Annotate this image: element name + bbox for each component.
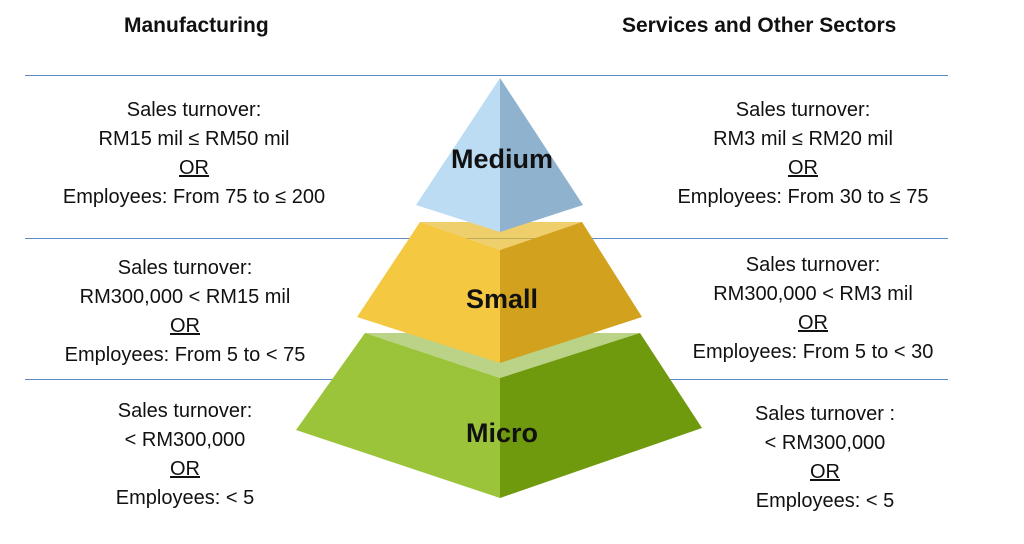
criteria-line: Sales turnover: [117, 400, 253, 422]
criteria-line: RM15 mil ≤ RM50 mil [98, 128, 290, 150]
criteria-line: Employees: From 75 to ≤ 200 [62, 186, 326, 208]
level-label-medium: Medium [450, 144, 553, 174]
micro-tier-left [296, 333, 500, 498]
criteria-line: RM300,000 < RM3 mil [713, 283, 913, 305]
criteria-line: < RM300,000 [764, 432, 886, 454]
small-tier-right [500, 222, 642, 363]
micro-tier-right [500, 333, 702, 498]
criteria-line: Employees: From 30 to ≤ 75 [677, 186, 929, 208]
criteria-line: RM300,000 < RM15 mil [79, 286, 291, 308]
criteria-or: OR [170, 315, 200, 337]
criteria-or: OR [788, 157, 818, 179]
level-label-micro: Micro [465, 418, 538, 448]
micro-services-criteria: Sales turnover : < RM300,000 OR Employee… [655, 400, 995, 516]
small-services-criteria: Sales turnover: RM300,000 < RM3 mil OR E… [643, 251, 983, 367]
header-services: Services and Other Sectors [622, 14, 897, 37]
criteria-or: OR [798, 312, 828, 334]
criteria-line: Employees: From 5 to < 75 [64, 344, 306, 366]
small-tier-left [357, 222, 500, 363]
divider-line [25, 75, 948, 76]
criteria-line: Employees: < 5 [115, 487, 255, 509]
criteria-line: Employees: < 5 [755, 490, 895, 512]
criteria-line: Sales turnover: [745, 254, 881, 276]
criteria-line: RM3 mil ≤ RM20 mil [713, 128, 893, 150]
criteria-line: Sales turnover : [754, 403, 896, 425]
medium-services-criteria: Sales turnover: RM3 mil ≤ RM20 mil OR Em… [633, 96, 973, 212]
criteria-or: OR [810, 461, 840, 483]
criteria-line: Employees: From 5 to < 30 [692, 341, 934, 363]
criteria-line: Sales turnover: [735, 99, 871, 121]
criteria-or: OR [170, 458, 200, 480]
criteria-or: OR [179, 157, 209, 179]
medium-manufacturing-criteria: Sales turnover: RM15 mil ≤ RM50 mil OR E… [24, 96, 364, 212]
small-manufacturing-criteria: Sales turnover: RM300,000 < RM15 mil OR … [15, 254, 355, 370]
criteria-line: Sales turnover: [117, 257, 253, 279]
micro-manufacturing-criteria: Sales turnover: < RM300,000 OR Employees… [15, 397, 355, 513]
header-manufacturing: Manufacturing [124, 14, 269, 37]
criteria-line: Sales turnover: [126, 99, 262, 121]
criteria-line: < RM300,000 [124, 429, 246, 451]
level-label-small: Small [465, 284, 539, 314]
medium-tier-right [500, 78, 583, 232]
medium-tier-left [416, 78, 500, 232]
small-tier-top [420, 222, 582, 250]
